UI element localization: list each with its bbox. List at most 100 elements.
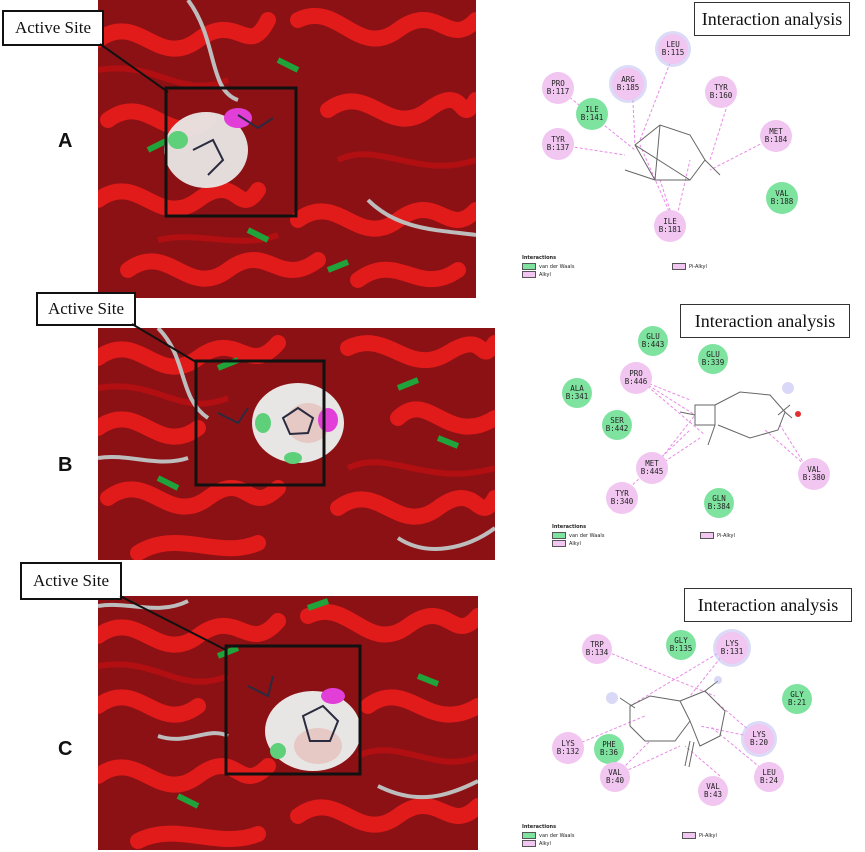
- active-site-label-c: Active Site: [20, 562, 122, 600]
- residue-id: B:188: [770, 197, 794, 206]
- active-site-label-b: Active Site: [36, 292, 136, 326]
- legend-swatch-pialkyl: [682, 832, 696, 839]
- residue-name: PRO: [629, 369, 643, 378]
- legend-swatch-vdw: [522, 832, 536, 839]
- residue-name: PHE: [602, 740, 616, 749]
- residue-name: VAL: [706, 782, 720, 791]
- residue-id: B:132: [556, 747, 580, 756]
- residue-id: B:20: [749, 738, 769, 747]
- residue-name: ALA: [570, 384, 584, 393]
- residue-id: B:21: [787, 698, 807, 707]
- residue-name: VAL: [775, 189, 789, 198]
- residue-name: VAL: [608, 768, 622, 777]
- legend-vdw: van der Waals: [539, 833, 575, 839]
- protein-structure-c: [98, 596, 478, 850]
- residue-id: B:380: [802, 473, 826, 482]
- legend-vdw: van der Waals: [539, 264, 575, 270]
- residue-name: ILE: [585, 105, 599, 114]
- residue-id: B:131: [720, 647, 744, 656]
- residue-name: LYS: [752, 730, 766, 739]
- residue-id: B:141: [580, 113, 604, 122]
- residue-id: B:442: [605, 424, 629, 433]
- residue-name: GLN: [712, 494, 726, 503]
- residue-id: B:117: [546, 87, 570, 96]
- interaction-lines-c: [567, 645, 769, 777]
- residue-name: GLU: [706, 350, 720, 359]
- residue-name: TYR: [615, 489, 629, 498]
- residue-id: B:40: [605, 776, 625, 785]
- residue-id: B:184: [764, 135, 788, 144]
- legend-alkyl: Alkyl: [539, 841, 551, 847]
- residue-id: B:115: [661, 48, 685, 57]
- legend-swatch-pialkyl: [672, 263, 686, 270]
- residue-name: GLY: [674, 636, 688, 645]
- residue-name: GLU: [646, 332, 660, 341]
- legend-swatch-pialkyl: [700, 532, 714, 539]
- residue-id: B:443: [641, 340, 665, 349]
- residue-id: B:160: [709, 91, 733, 100]
- legend-pialkyl: Pi-Alkyl: [699, 833, 717, 839]
- legend-title: Interactions: [552, 524, 587, 530]
- active-site-pointer-c: [119, 595, 227, 651]
- interaction-analysis-label-b: Interaction analysis: [680, 304, 850, 338]
- active-site-pointer-b: [131, 323, 197, 363]
- residue-id: B:339: [701, 358, 725, 367]
- residue-id: B:137: [546, 143, 570, 152]
- legend-pialkyl: Pi-Alkyl: [689, 264, 707, 270]
- residue-id: B:36: [599, 748, 619, 757]
- residue-name: SER: [610, 416, 624, 425]
- protein-structure-a: [98, 0, 476, 298]
- protein-structure-b: [98, 328, 495, 560]
- residue-id: B:341: [565, 392, 589, 401]
- residue-id: B:43: [703, 790, 723, 799]
- residue-name: LEU: [666, 40, 680, 49]
- residue-name: TRP: [590, 640, 604, 649]
- legend-c: Interactions van der Waals Alkyl Pi-Alky…: [522, 824, 762, 848]
- interaction-lines-a: [557, 57, 779, 226]
- legend-swatch-vdw: [552, 532, 566, 539]
- residue-name: ARG: [621, 75, 635, 84]
- residue-id: B:384: [707, 502, 731, 511]
- panel-letter-c: C: [58, 738, 73, 760]
- legend-swatch-alkyl: [552, 540, 566, 547]
- residue-name: TYR: [551, 135, 565, 144]
- legend-swatch-alkyl: [522, 840, 536, 847]
- protein-ribbon-b: [98, 328, 495, 560]
- residue-id: B:446: [624, 377, 648, 386]
- residue-name: TYR: [714, 83, 728, 92]
- residue-id: B:340: [610, 497, 634, 506]
- residue-id: B:135: [669, 644, 693, 653]
- residue-id: B:185: [616, 83, 640, 92]
- legend-alkyl: Alkyl: [539, 272, 551, 278]
- residue-name: MET: [645, 459, 659, 468]
- legend-alkyl: Alkyl: [569, 541, 581, 547]
- residue-name: LEU: [762, 768, 776, 777]
- legend-vdw: van der Waals: [569, 533, 605, 539]
- legend-a: Interactions van der Waals Alkyl Pi-Alky…: [522, 255, 762, 279]
